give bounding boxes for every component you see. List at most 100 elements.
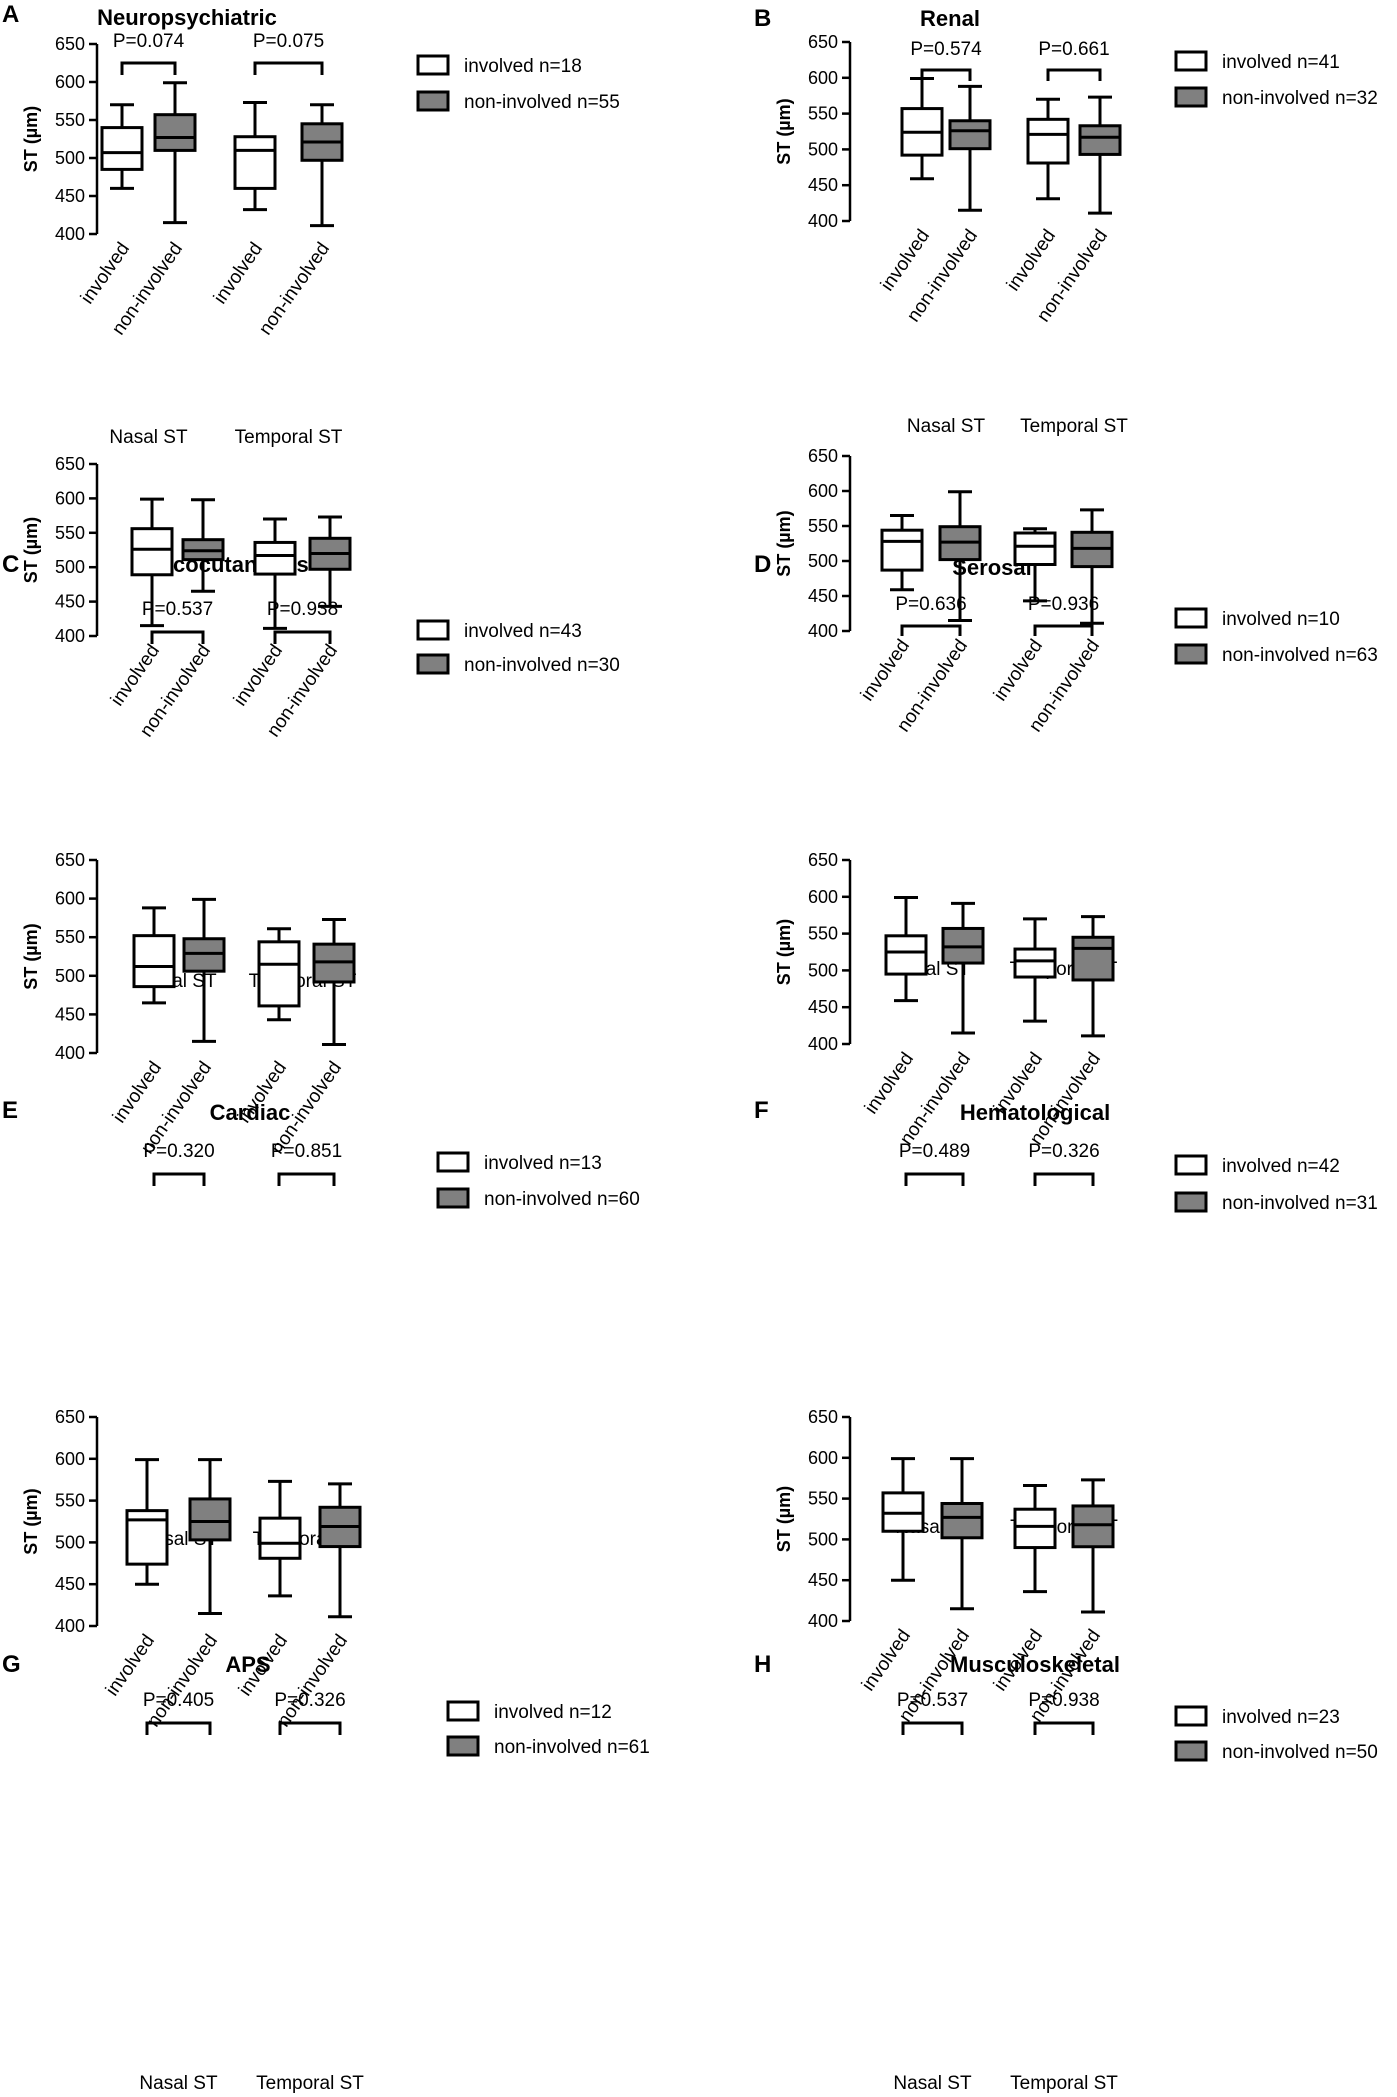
legend-swatch bbox=[416, 54, 450, 76]
panel-title: Renal bbox=[920, 6, 980, 31]
y-tick-label: 550 bbox=[55, 1491, 85, 1511]
legend-label: non-involved n=32 bbox=[1222, 88, 1378, 109]
box-iqr bbox=[100, 126, 144, 171]
significance-bracket bbox=[1033, 1721, 1095, 1735]
box-iqr bbox=[948, 119, 992, 151]
panel-letter: D bbox=[754, 551, 771, 578]
box-non-involved bbox=[312, 917, 356, 1047]
y-tick-label: 400 bbox=[808, 1034, 838, 1054]
box-iqr bbox=[188, 1497, 232, 1542]
significance-bracket bbox=[277, 1172, 336, 1186]
y-tick-label: 450 bbox=[55, 592, 85, 612]
significance-bracket bbox=[1046, 68, 1102, 81]
y-tick-label: 600 bbox=[808, 887, 838, 907]
y-tick-label: 500 bbox=[55, 1532, 85, 1552]
legend-swatch bbox=[1174, 1705, 1208, 1727]
legend-label: involved n=23 bbox=[1222, 1707, 1340, 1728]
y-tick-label: 600 bbox=[55, 488, 85, 508]
group-label-nasal: Nasal ST bbox=[109, 427, 188, 448]
y-tick-label: 650 bbox=[808, 32, 838, 52]
p-value-label: P=0.489 bbox=[899, 1141, 970, 1162]
box-iqr bbox=[253, 540, 297, 576]
p-value-label: P=0.938 bbox=[267, 599, 338, 620]
category-label: involved bbox=[861, 1049, 918, 1118]
panel-letter: A bbox=[2, 1, 19, 28]
y-tick-label: 650 bbox=[808, 446, 838, 466]
box-non-involved bbox=[940, 1457, 984, 1611]
p-value-label: P=0.636 bbox=[895, 594, 966, 615]
box-iqr bbox=[233, 135, 277, 190]
p-value-label: P=0.074 bbox=[113, 31, 185, 52]
legend-swatch bbox=[1174, 643, 1208, 665]
legend-swatch bbox=[1174, 1154, 1208, 1176]
significance-bracket bbox=[120, 61, 177, 75]
legend-label: non-involved n=30 bbox=[464, 655, 620, 676]
y-axis-label: ST (µm) bbox=[774, 919, 794, 985]
y-axis-label: ST (µm) bbox=[21, 1488, 41, 1554]
box-iqr bbox=[1013, 947, 1057, 979]
panel-title: Hematological bbox=[960, 1100, 1110, 1125]
y-tick-label: 450 bbox=[808, 1570, 838, 1590]
legend-label: involved n=10 bbox=[1222, 609, 1340, 630]
p-value-label: P=0.326 bbox=[1028, 1141, 1099, 1162]
legend-label: involved n=13 bbox=[484, 1153, 602, 1174]
box-non-involved bbox=[1078, 95, 1122, 215]
y-tick-label: 550 bbox=[808, 924, 838, 944]
legend-swatch bbox=[1174, 607, 1208, 629]
p-value-label: P=0.320 bbox=[143, 1141, 214, 1162]
legend-swatch bbox=[416, 653, 450, 675]
box-involved bbox=[1026, 97, 1070, 201]
box-non-involved bbox=[1071, 915, 1115, 1038]
panel-title: Cardiac bbox=[210, 1100, 291, 1125]
legend-swatch bbox=[416, 90, 450, 112]
legend-label: involved n=42 bbox=[1222, 1156, 1340, 1177]
y-axis-label: ST (µm) bbox=[21, 106, 41, 172]
legend-label: non-involved n=63 bbox=[1222, 645, 1378, 666]
category-label: involved bbox=[210, 239, 267, 308]
significance-bracket bbox=[1033, 624, 1094, 636]
category-label: involved bbox=[1003, 226, 1060, 295]
y-tick-label: 600 bbox=[55, 1449, 85, 1469]
panel-title: APS bbox=[225, 1652, 270, 1677]
y-tick-label: 500 bbox=[55, 148, 85, 168]
y-tick-label: 500 bbox=[55, 966, 85, 986]
legend-swatch bbox=[1174, 1740, 1208, 1762]
box-non-involved bbox=[181, 498, 225, 593]
legend: involved n=10 non-involved n=63 bbox=[1174, 607, 1378, 666]
y-tick-label: 550 bbox=[55, 110, 85, 130]
y-tick-label: 600 bbox=[808, 68, 838, 88]
y-tick-label: 650 bbox=[808, 1407, 838, 1427]
box-involved bbox=[884, 896, 928, 1003]
y-axis-label: ST (µm) bbox=[774, 510, 794, 576]
category-label: involved bbox=[107, 641, 164, 710]
p-value-label: P=0.326 bbox=[274, 1690, 345, 1711]
p-value-label: P=0.075 bbox=[253, 31, 324, 52]
y-axis-label: ST (µm) bbox=[774, 98, 794, 164]
group-label-nasal: Nasal ST bbox=[139, 2073, 218, 2094]
panel-letter: H bbox=[754, 1651, 771, 1678]
y-axis-label: ST (µm) bbox=[774, 1486, 794, 1552]
y-tick-label: 600 bbox=[808, 481, 838, 501]
group-label-temporal: Temporal ST bbox=[235, 427, 343, 448]
box-involved bbox=[881, 1457, 925, 1582]
box-non-involved bbox=[188, 1458, 232, 1615]
category-label: involved bbox=[990, 636, 1047, 705]
legend-swatch bbox=[1174, 1191, 1208, 1213]
y-tick-label: 500 bbox=[808, 960, 838, 980]
box-iqr bbox=[1078, 124, 1122, 156]
y-tick-label: 650 bbox=[55, 454, 85, 474]
legend-swatch bbox=[416, 619, 450, 641]
y-axis-label: ST (µm) bbox=[21, 923, 41, 989]
y-tick-label: 400 bbox=[808, 211, 838, 231]
p-value-label: P=0.574 bbox=[910, 39, 982, 60]
category-label: involved bbox=[858, 1626, 915, 1695]
significance-bracket bbox=[904, 1172, 965, 1186]
